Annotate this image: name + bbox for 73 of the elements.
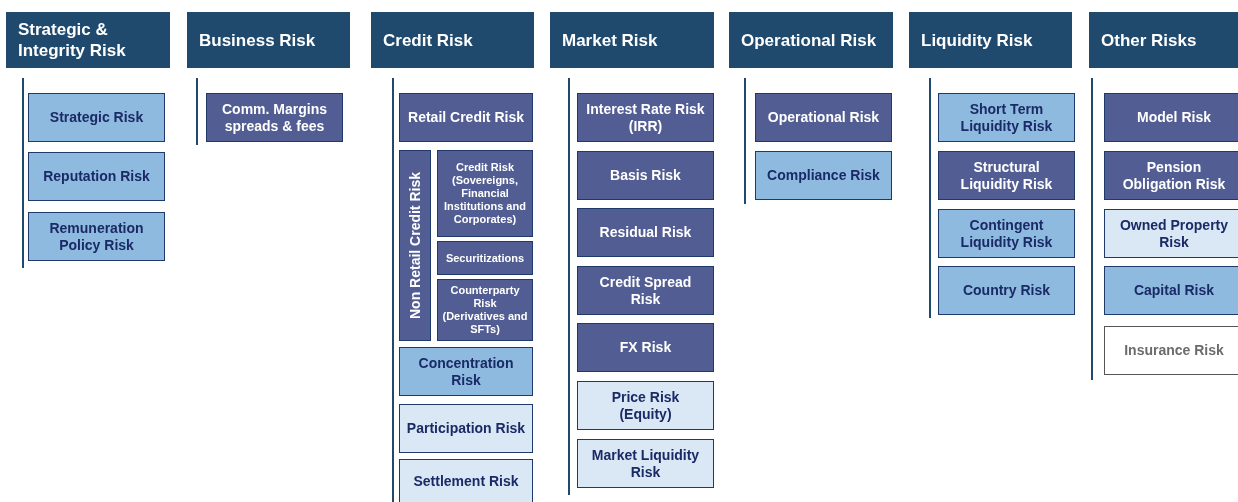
risk-label: Interest Rate Risk (IRR) xyxy=(585,100,706,135)
risk-box xyxy=(577,323,714,372)
risk-label: Compliance Risk xyxy=(767,167,880,184)
header-title: Liquidity Risk xyxy=(921,29,1033,51)
risk-label: Country Risk xyxy=(962,282,1051,299)
risk-label: Participation Risk xyxy=(406,420,526,437)
category-header xyxy=(371,12,534,68)
category-header xyxy=(550,12,714,68)
risk-box xyxy=(1104,266,1238,315)
risk-label: Contingent Liquidity Risk xyxy=(959,216,1054,251)
category-header xyxy=(187,12,350,68)
risk-box xyxy=(577,93,714,142)
risk-label: Owned Property Risk xyxy=(1118,216,1230,251)
risk-label: Pension Obligation Risk xyxy=(1121,158,1227,193)
risk-box xyxy=(1104,151,1238,200)
risk-box xyxy=(1104,93,1238,142)
risk-label: Non Retail Credit Risk xyxy=(406,172,424,319)
risk-box xyxy=(437,241,533,275)
risk-box xyxy=(437,150,533,237)
risk-label: Residual Risk xyxy=(599,224,692,241)
risk-label: Model Risk xyxy=(1137,109,1211,126)
header-title: Operational Risk xyxy=(741,29,877,51)
risk-box xyxy=(399,459,533,502)
category-header xyxy=(1089,12,1238,68)
risk-box xyxy=(577,151,714,200)
risk-label: Market Liquidity Risk xyxy=(590,446,701,481)
risk-label: Capital Risk xyxy=(1133,282,1215,299)
risk-label: Short Term Liquidity Risk xyxy=(959,100,1054,135)
risk-label: Operational Risk xyxy=(767,109,880,126)
risk-box xyxy=(399,347,533,396)
header-title: Other Risks xyxy=(1101,29,1197,51)
risk-box xyxy=(28,93,165,142)
risk-label: Comm. Margins spreads & fees xyxy=(221,100,328,135)
risk-box xyxy=(1104,326,1238,375)
risk-box xyxy=(755,93,892,142)
risk-label: Reputation Risk xyxy=(43,168,150,185)
risk-box xyxy=(577,208,714,257)
risk-label: FX Risk xyxy=(619,339,672,356)
risk-label: Remuneration Policy Risk xyxy=(48,219,145,254)
risk-label: Settlement Risk xyxy=(413,473,519,490)
risk-box xyxy=(938,151,1075,200)
risk-label: Credit Risk (Sovereigns, Financial Institutions and Corporates) xyxy=(443,161,527,226)
risk-box xyxy=(399,150,431,341)
risk-label: Credit Spread Risk xyxy=(598,273,693,308)
category-header xyxy=(6,12,170,68)
risk-label: Price Risk (Equity) xyxy=(610,388,681,423)
risk-label: Securitizations xyxy=(445,251,525,265)
risk-box xyxy=(28,212,165,261)
risk-box xyxy=(577,381,714,430)
header-title: Business Risk xyxy=(199,29,316,51)
risk-box xyxy=(577,439,714,488)
header-title: Market Risk xyxy=(562,29,658,51)
risk-label: Basis Risk xyxy=(610,167,681,184)
risk-box xyxy=(1104,209,1238,258)
risk-label: Structural Liquidity Risk xyxy=(959,158,1054,193)
risk-box xyxy=(399,93,533,142)
risk-box xyxy=(938,266,1075,315)
risk-label: Concentration Risk xyxy=(417,354,515,389)
risk-box xyxy=(28,152,165,201)
category-header xyxy=(909,12,1072,68)
header-title: Strategic & Integrity Risk xyxy=(18,19,127,61)
risk-box xyxy=(577,266,714,315)
risk-box xyxy=(399,404,533,453)
risk-label: Strategic Risk xyxy=(49,109,144,126)
risk-label: Retail Credit Risk xyxy=(408,109,524,126)
risk-label: Counterparty Risk (Derivatives and SFTs) xyxy=(441,284,529,336)
category-header xyxy=(729,12,893,68)
risk-box xyxy=(938,93,1075,142)
header-title: Credit Risk xyxy=(383,29,473,51)
risk-label: Insurance Risk xyxy=(1124,342,1224,359)
risk-box xyxy=(938,209,1075,258)
risk-box xyxy=(755,151,892,200)
risk-box xyxy=(206,93,343,142)
